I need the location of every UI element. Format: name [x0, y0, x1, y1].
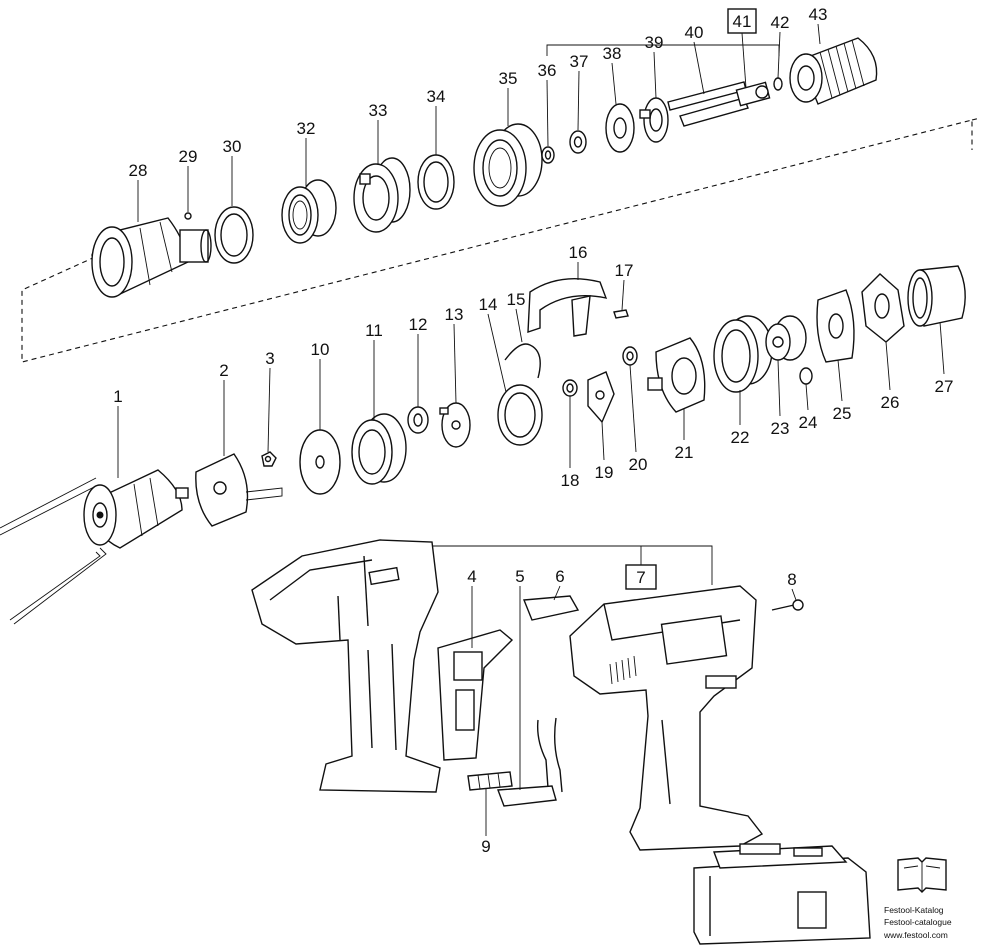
part-12-bearing — [407, 406, 429, 434]
part-number-14: 14 — [479, 295, 498, 314]
part-29-ball — [184, 212, 192, 220]
part-25-gasket-plate — [816, 289, 855, 363]
catalog-badge: Festool-Katalog Festool-catalogue www.fe… — [883, 857, 952, 940]
part-23-gear — [765, 315, 807, 361]
battery-pack — [693, 843, 871, 945]
part-17-small-plate — [613, 309, 629, 319]
part-number-40: 40 — [685, 23, 704, 42]
part-number-6: 6 — [555, 567, 564, 586]
part-number-12: 12 — [409, 315, 428, 334]
part-11-ring — [351, 413, 407, 485]
part-36-small-ring — [541, 146, 555, 164]
part-28-planet-carrier — [91, 217, 212, 298]
part-6-latch — [522, 595, 580, 621]
part-number-25: 25 — [833, 404, 852, 423]
part-number-20: 20 — [629, 455, 648, 474]
boxed-number-41-label: 41 — [733, 12, 752, 31]
part-38-disc — [605, 103, 635, 153]
part-27-sleeve — [907, 265, 966, 327]
part-3-nut — [261, 451, 277, 467]
part-number-15: 15 — [507, 290, 526, 309]
boxed-number-41: 41 — [727, 8, 757, 89]
part-number-28: 28 — [129, 161, 148, 180]
part-37-spring-washer — [569, 130, 587, 154]
part-number-16: 16 — [569, 243, 588, 262]
part-number-23: 23 — [771, 419, 790, 438]
part-30-washer — [214, 206, 254, 264]
part-number-43: 43 — [809, 5, 828, 24]
boxed-number-7-label: 7 — [636, 568, 645, 587]
part-14-o-ring — [497, 384, 543, 446]
part-7-housing-right — [569, 585, 764, 851]
part-number-labels: 1 2 3 4 5 6 8 9 10 11 12 13 14 15 16 17 … — [113, 5, 953, 856]
part-number-9: 9 — [481, 837, 490, 856]
part-number-5: 5 — [515, 567, 524, 586]
part-22-ring-gear — [713, 315, 773, 393]
part-number-3: 3 — [265, 349, 274, 368]
part-number-38: 38 — [603, 44, 622, 63]
part-32-ring-gear — [281, 179, 337, 244]
part-20-roller — [622, 346, 638, 366]
part-number-18: 18 — [561, 471, 580, 490]
part-43-keyless-chuck — [789, 37, 878, 105]
part-2-brush-holder — [195, 453, 283, 527]
part-number-4: 4 — [467, 567, 476, 586]
part-13-bearing-plate — [439, 402, 471, 448]
part-number-19: 19 — [595, 463, 614, 482]
part-10-disc — [299, 429, 341, 495]
part-8-screw — [771, 599, 804, 611]
catalog-caption-line2: Festool-catalogue — [884, 917, 952, 927]
part-number-13: 13 — [445, 305, 464, 324]
part-number-37: 37 — [570, 52, 589, 71]
part-number-24: 24 — [799, 413, 818, 432]
part-number-34: 34 — [427, 87, 446, 106]
part-24-pin — [799, 367, 813, 385]
part-number-33: 33 — [369, 101, 388, 120]
part-33-clutch-housing — [353, 157, 411, 233]
part-1-motor — [0, 469, 189, 625]
part-19-cam — [587, 371, 615, 424]
part-18-roller — [562, 379, 578, 397]
part-number-36: 36 — [538, 61, 557, 80]
part-number-35: 35 — [499, 69, 518, 88]
part-number-17: 17 — [615, 261, 634, 280]
part-39-spindle-lock — [639, 97, 669, 143]
part-7-housing-left — [251, 539, 441, 793]
part-number-39: 39 — [645, 33, 664, 52]
part-number-10: 10 — [311, 340, 330, 359]
part-number-29: 29 — [179, 147, 198, 166]
gearbox-dashed-outline — [21, 117, 981, 363]
part-number-11: 11 — [365, 321, 383, 340]
part-number-8: 8 — [787, 570, 796, 589]
part-number-21: 21 — [675, 443, 694, 462]
part-number-2: 2 — [219, 361, 228, 380]
part-5-contact-plate — [497, 717, 563, 807]
part-number-26: 26 — [881, 393, 900, 412]
part-number-32: 32 — [297, 119, 316, 138]
part-21-gear-carrier — [647, 337, 706, 413]
catalog-caption-line1: Festool-Katalog — [884, 905, 944, 915]
part-42-small-ring — [773, 77, 783, 91]
part-35-adjust-ring — [473, 123, 543, 207]
part-40-spindle — [667, 81, 771, 127]
boxed-number-7: 7 — [625, 546, 657, 590]
part-34-ring — [417, 154, 455, 210]
part-4-switch — [437, 629, 514, 761]
part-26-mounting-plate — [861, 273, 905, 343]
part-16-clip — [527, 277, 608, 337]
part-number-27: 27 — [935, 377, 954, 396]
part-number-1: 1 — [113, 387, 122, 406]
part-9-contact-strip — [467, 771, 513, 791]
part-number-22: 22 — [731, 428, 750, 447]
catalog-caption-line3: www.festool.com — [883, 930, 948, 940]
open-book-icon — [897, 857, 947, 893]
part-15-wire-spring — [504, 343, 541, 379]
part-number-30: 30 — [223, 137, 242, 156]
part-number-42: 42 — [771, 13, 790, 32]
